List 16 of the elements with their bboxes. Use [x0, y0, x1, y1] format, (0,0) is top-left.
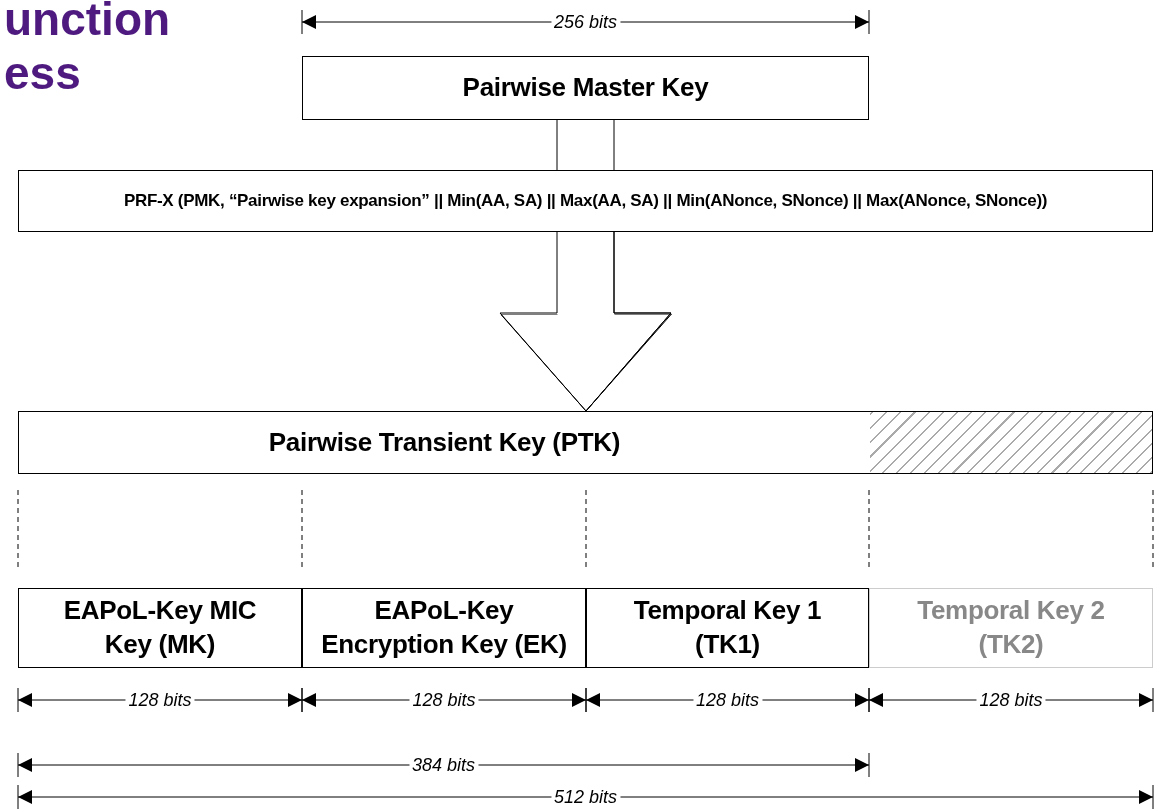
- key-box: [18, 411, 1153, 474]
- key-label: Pairwise Transient Key (PTK): [268, 425, 621, 459]
- key-segment: [302, 588, 586, 668]
- key-segment: [18, 588, 302, 668]
- key-segment: [586, 588, 869, 668]
- function-box: [18, 170, 1153, 232]
- key-label: Temporal Key 1 (TK1): [632, 594, 823, 661]
- key-label: Pairwise Master Key: [462, 71, 709, 105]
- formula-text: PRF-X (PMK, “Pairwise key expansion” || Min(AA, SA) || Max(AA, SA) || Min(ANonce, SNonce) || Max(ANonce, SNonce)): [123, 189, 1048, 212]
- key-label: EAPoL-Key Encryption Key (EK): [320, 594, 568, 661]
- key-label: EAPoL-Key MIC Key (MK): [62, 594, 258, 661]
- key-label: Temporal Key 2 (TK2): [916, 594, 1106, 661]
- block-arrow: [556, 119, 615, 171]
- key-segment: [869, 588, 1153, 668]
- key-box: [302, 56, 869, 120]
- slide-title: unction ess: [4, 0, 172, 100]
